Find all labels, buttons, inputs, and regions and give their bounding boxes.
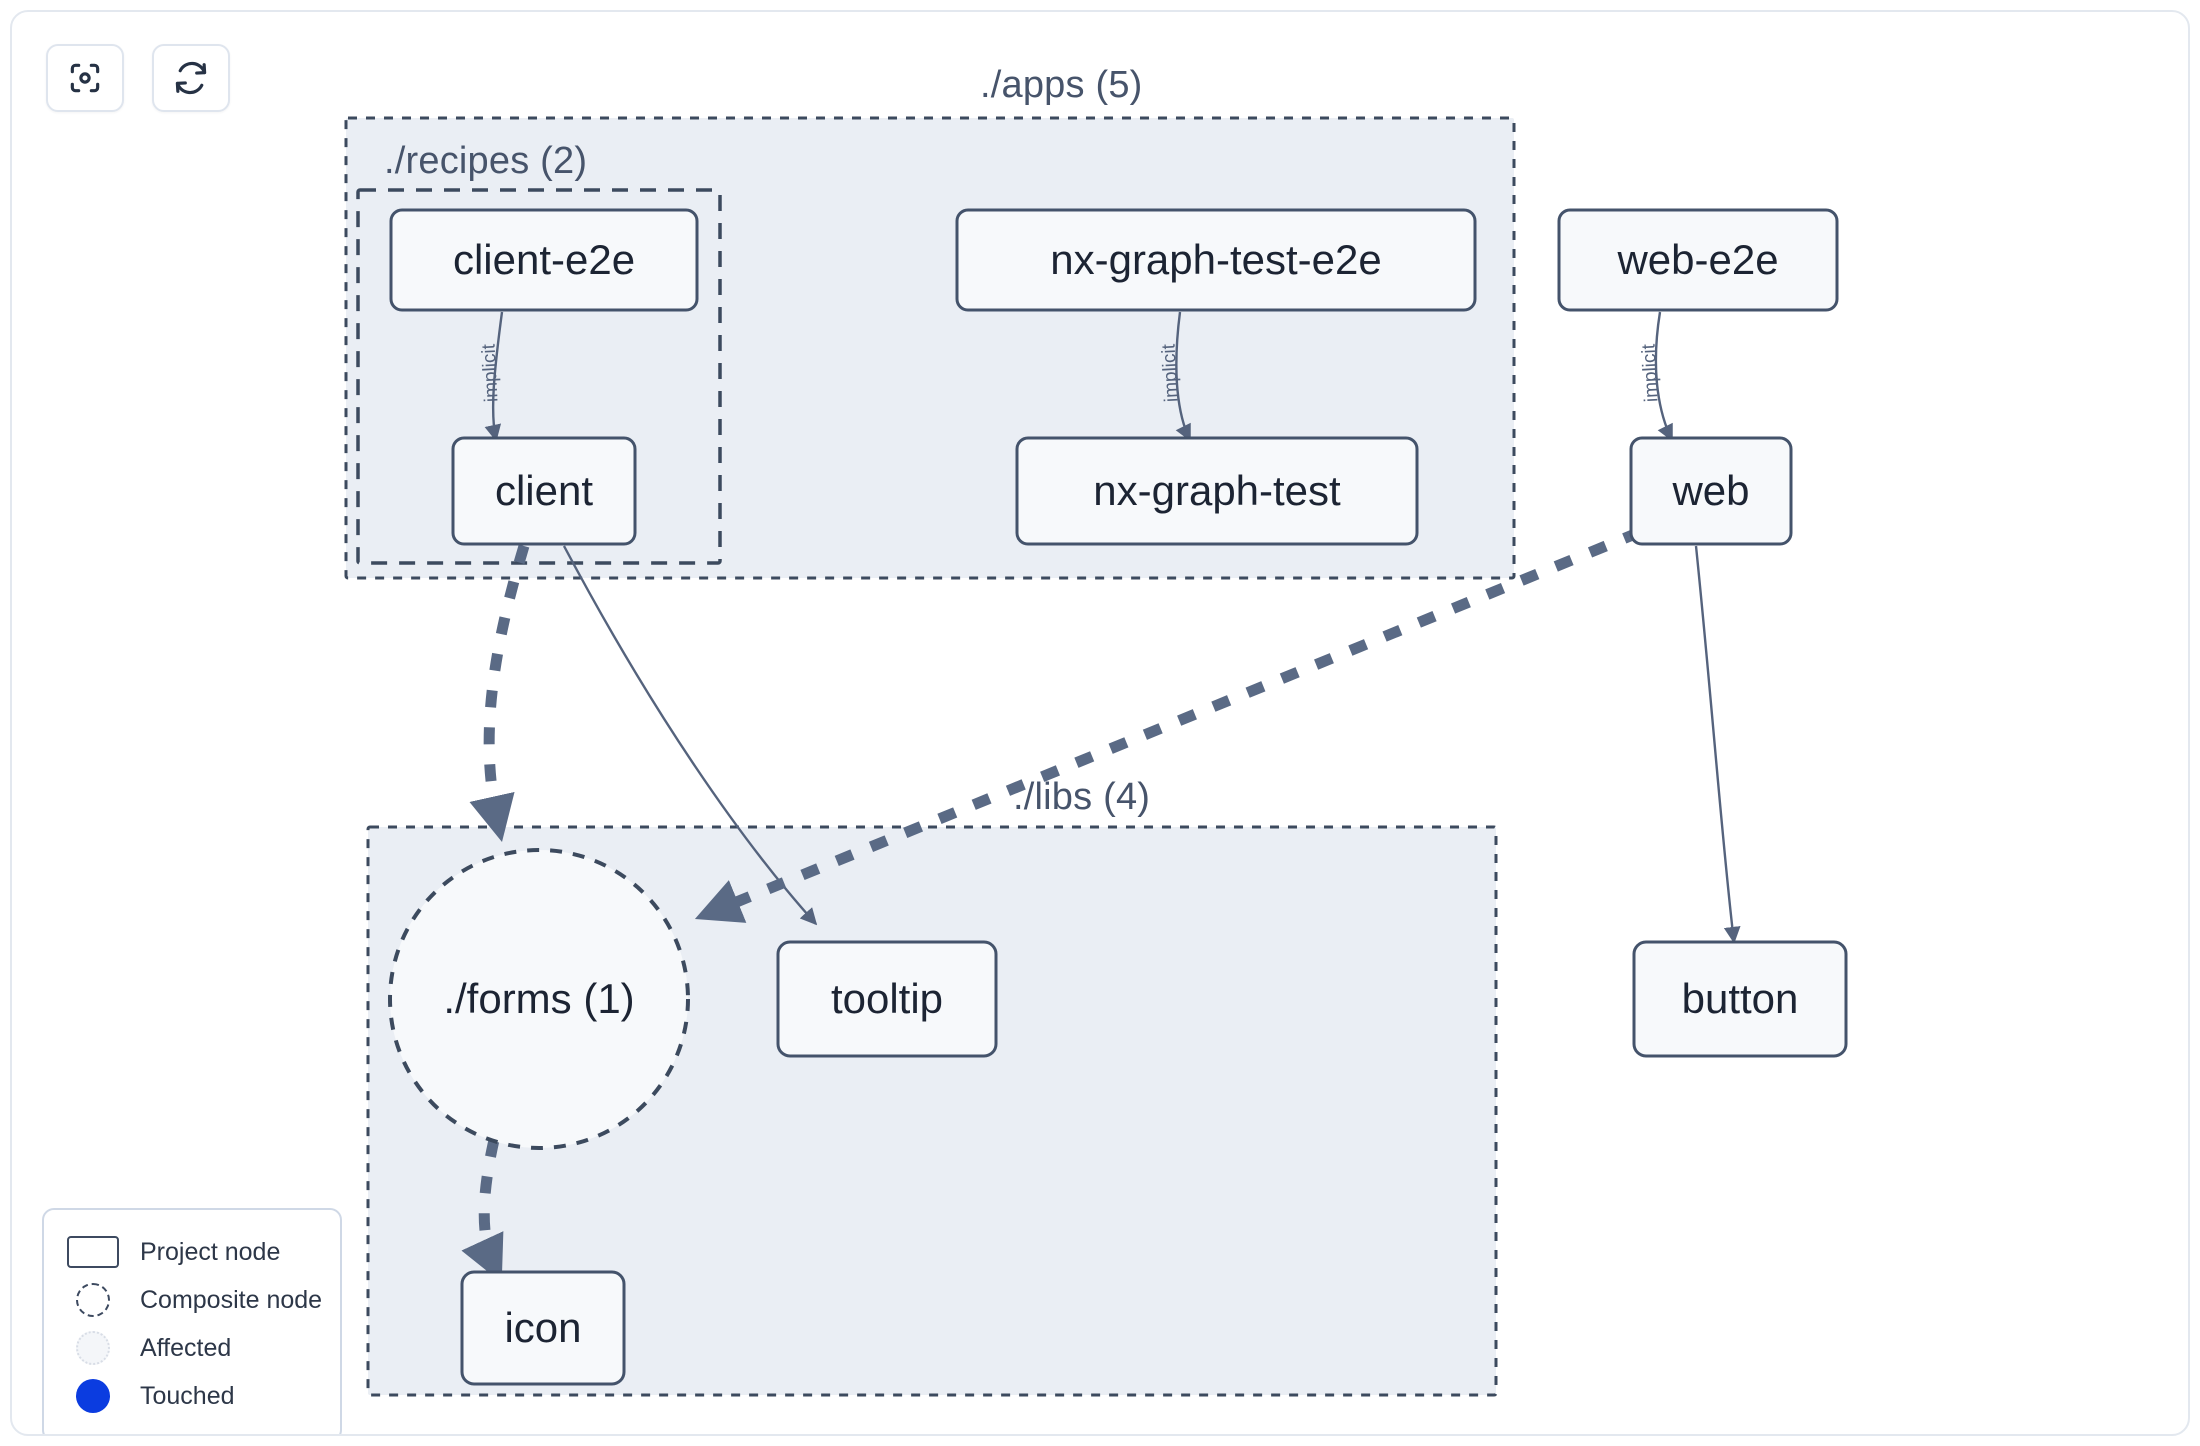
edge-label-client-e2e-implicit: implicit: [478, 343, 503, 403]
legend-label-project-node: Project node: [140, 1237, 281, 1266]
edge-label-nx-graph-test-implicit: implicit: [1158, 343, 1183, 403]
node-icon[interactable]: [460, 1270, 626, 1386]
project-node-swatch: [66, 1235, 120, 1269]
node-label-client-e2e: client-e2e: [452, 236, 636, 283]
composite-node-swatch: [66, 1283, 120, 1317]
node-nx-graph-test[interactable]: [1015, 436, 1419, 546]
edge-webe2e-to-web: [1654, 311, 1674, 442]
edge-client-e2e-to-client: [484, 311, 504, 442]
node-client[interactable]: [451, 436, 637, 546]
node-forms-composite[interactable]: [388, 848, 690, 1150]
touched-swatch: [66, 1379, 120, 1413]
node-label-nx-graph-test-e2e: nx-graph-test-e2e: [1050, 236, 1382, 283]
node-web[interactable]: [1629, 436, 1793, 546]
node-client-e2e[interactable]: [389, 208, 699, 312]
node-tooltip[interactable]: [776, 940, 998, 1058]
legend-item-project-node: Project node: [66, 1228, 318, 1276]
edge-forms-to-icon: [461, 1138, 504, 1283]
legend-item-affected: Affected: [66, 1324, 318, 1372]
node-label-nx-graph-test: nx-graph-test: [1093, 467, 1341, 514]
legend-item-touched: Touched: [66, 1372, 318, 1420]
node-label-icon: icon: [504, 1304, 582, 1351]
legend-label-affected: Affected: [140, 1333, 232, 1362]
edge-web-to-button: [1694, 545, 1741, 944]
node-label-forms: ./forms (1): [443, 975, 635, 1022]
focus-target-icon: [66, 59, 104, 97]
refresh-graph-button[interactable]: [152, 44, 230, 112]
legend-label-touched: Touched: [140, 1381, 235, 1410]
node-label-web-e2e: web-e2e: [1617, 236, 1779, 283]
node-button[interactable]: [1632, 940, 1848, 1058]
group-label-recipes: ./recipes (2): [384, 140, 588, 182]
affected-swatch: [66, 1331, 120, 1365]
node-nx-graph-test-e2e[interactable]: [955, 208, 1477, 312]
legend-label-composite-node: Composite node: [140, 1285, 323, 1314]
graph-legend: Project node Composite node Affected Tou…: [42, 1208, 342, 1434]
edge-client-to-forms: [469, 544, 530, 843]
group-label-apps: ./apps (5): [980, 64, 1143, 106]
node-label-web: web: [1672, 467, 1750, 514]
node-label-button: button: [1681, 975, 1799, 1022]
project-graph-card: ./apps (5) ./recipes (2) ./libs (4) clie…: [10, 10, 2190, 1436]
node-web-e2e[interactable]: [1557, 208, 1839, 312]
graph-canvas[interactable]: [12, 12, 2190, 1436]
node-label-client: client: [494, 467, 594, 514]
group-label-libs: ./libs (4): [1013, 776, 1151, 818]
edge-label-web-implicit: implicit: [1638, 343, 1663, 403]
legend-item-composite-node: Composite node: [66, 1276, 322, 1324]
node-label-tooltip: tooltip: [830, 975, 944, 1022]
focus-graph-button[interactable]: [46, 44, 124, 112]
edge-nxgraphteste2e-to-nxgraphtest: [1175, 311, 1192, 442]
refresh-icon: [172, 59, 210, 97]
graph-toolbar: [46, 44, 230, 112]
